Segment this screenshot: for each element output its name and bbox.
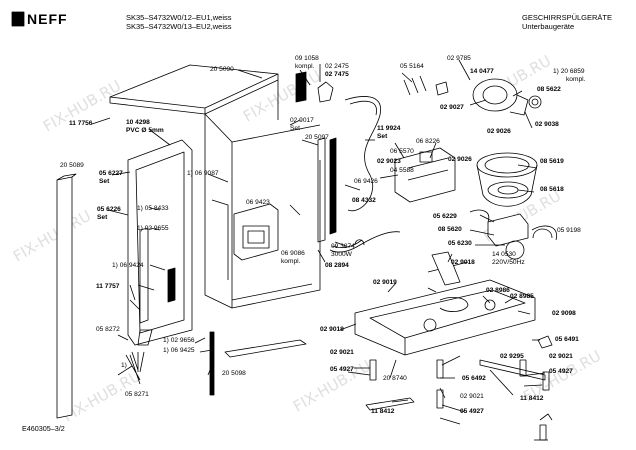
part-label: 02 9785 bbox=[447, 55, 471, 62]
part-label: 02 9038 bbox=[535, 121, 559, 128]
brand-logo-text: NEFF bbox=[27, 11, 68, 27]
part-label: 06 8226 bbox=[416, 138, 440, 145]
part-label: 02 8986 bbox=[486, 287, 510, 294]
part-label: 02 9018 bbox=[320, 326, 344, 333]
part-label: Set bbox=[99, 178, 110, 185]
part-label: 14 0530 bbox=[492, 251, 516, 258]
part-label: 1) 05 8433 bbox=[137, 205, 169, 212]
part-label: 10 4298 bbox=[126, 119, 150, 126]
part-label: 3000W bbox=[331, 251, 352, 258]
part-label: 05 6226 bbox=[97, 206, 121, 213]
part-label: 11 7756 bbox=[69, 120, 93, 127]
part-label: 20 5090 bbox=[210, 66, 234, 73]
neff-logo bbox=[11, 11, 25, 27]
part-label: 08 5622 bbox=[537, 86, 561, 93]
part-label: 05 6227 bbox=[99, 170, 123, 177]
part-label: 05 9198 bbox=[557, 227, 581, 234]
part-label: 1) 06 9425 bbox=[163, 347, 195, 354]
part-label: PVC Ø 5mm bbox=[126, 127, 164, 134]
part-label: 09 3874 bbox=[331, 243, 355, 250]
part-label: 08 5618 bbox=[540, 186, 564, 193]
part-label: 05 6491 bbox=[555, 336, 579, 343]
part-label: 11 8412 bbox=[520, 395, 544, 402]
part-label: 09 1058 bbox=[295, 55, 319, 62]
part-label: 02 9021 bbox=[330, 349, 354, 356]
part-label: 02 8985 bbox=[510, 293, 534, 300]
part-label: 20 5097 bbox=[305, 134, 329, 141]
part-label: 02 9023 bbox=[377, 158, 401, 165]
footnote-mark: 1) bbox=[121, 362, 127, 369]
part-label: kompl. bbox=[295, 63, 315, 70]
page-subtitle: Unterbaugeräte bbox=[522, 22, 575, 31]
part-label: 02 2475 bbox=[325, 63, 349, 70]
part-label: kompl. bbox=[281, 258, 301, 265]
part-label: 02 9295 bbox=[500, 353, 524, 360]
part-label: 1) 06 9424 bbox=[112, 262, 144, 269]
part-label: 05 6229 bbox=[433, 213, 457, 220]
part-label: 02 9026 bbox=[487, 128, 511, 135]
part-label: 02 9017 bbox=[290, 117, 314, 124]
part-label: 20 8740 bbox=[383, 375, 407, 382]
part-label: 02 9021 bbox=[460, 393, 484, 400]
part-label: 02 9027 bbox=[440, 104, 464, 111]
part-label: 14 0477 bbox=[470, 68, 494, 75]
part-label: 08 5619 bbox=[540, 158, 564, 165]
part-label: 1) 20 6859 bbox=[553, 68, 585, 75]
part-label: 05 4927 bbox=[460, 408, 484, 415]
diagram-code: E460305–3/2 bbox=[22, 424, 65, 433]
part-label: 02 9098 bbox=[552, 310, 576, 317]
part-label: 11 9924 bbox=[377, 125, 401, 132]
part-label: 05 8272 bbox=[96, 326, 120, 333]
part-label: 1) 02 9655 bbox=[137, 225, 169, 232]
part-label: 20 5089 bbox=[60, 162, 84, 169]
part-label: 220V/50Hz bbox=[492, 259, 525, 266]
part-label: 02 7475 bbox=[325, 71, 349, 78]
part-label: kompl. bbox=[566, 76, 586, 83]
page-title: GESCHIRRSPÜLGERÄTE bbox=[522, 13, 613, 22]
part-label: 02 9018 bbox=[451, 259, 475, 266]
part-label: 08 2894 bbox=[325, 262, 349, 269]
part-label: 1) 02 9656 bbox=[163, 337, 195, 344]
part-label: Set bbox=[290, 125, 300, 132]
part-label: 06 5570 bbox=[390, 148, 414, 155]
part-label: 06 9086 bbox=[281, 250, 305, 257]
part-label: 02 9019 bbox=[373, 279, 397, 286]
part-label: Set bbox=[97, 214, 108, 221]
part-label: 04 5588 bbox=[390, 167, 414, 174]
part-label: 02 9026 bbox=[448, 156, 472, 163]
part-label: 05 5164 bbox=[400, 63, 424, 70]
part-label: 05 6492 bbox=[462, 375, 486, 382]
part-label: 11 8412 bbox=[371, 408, 395, 415]
part-label: 05 6230 bbox=[448, 240, 472, 247]
part-label: 11 7757 bbox=[96, 283, 120, 290]
model-line-2: SK35–S4732W0/13–EU2,weiss bbox=[126, 22, 232, 31]
part-label: 06 9426 bbox=[354, 178, 378, 185]
part-label: 08 5620 bbox=[438, 226, 462, 233]
part-label: 06 9423 bbox=[246, 199, 270, 206]
part-label: 05 4927 bbox=[330, 366, 354, 373]
part-label: 20 5098 bbox=[222, 370, 246, 377]
part-label: 08 4332 bbox=[352, 197, 376, 204]
part-label: 1) 06 9087 bbox=[187, 170, 219, 177]
part-label: 05 8271 bbox=[125, 391, 149, 398]
part-label: 05 4927 bbox=[549, 368, 573, 375]
part-label: Set bbox=[377, 133, 388, 140]
model-line-1: SK35–S4732W0/12–EU1,weiss bbox=[126, 13, 232, 22]
part-label: 02 9021 bbox=[549, 353, 573, 360]
